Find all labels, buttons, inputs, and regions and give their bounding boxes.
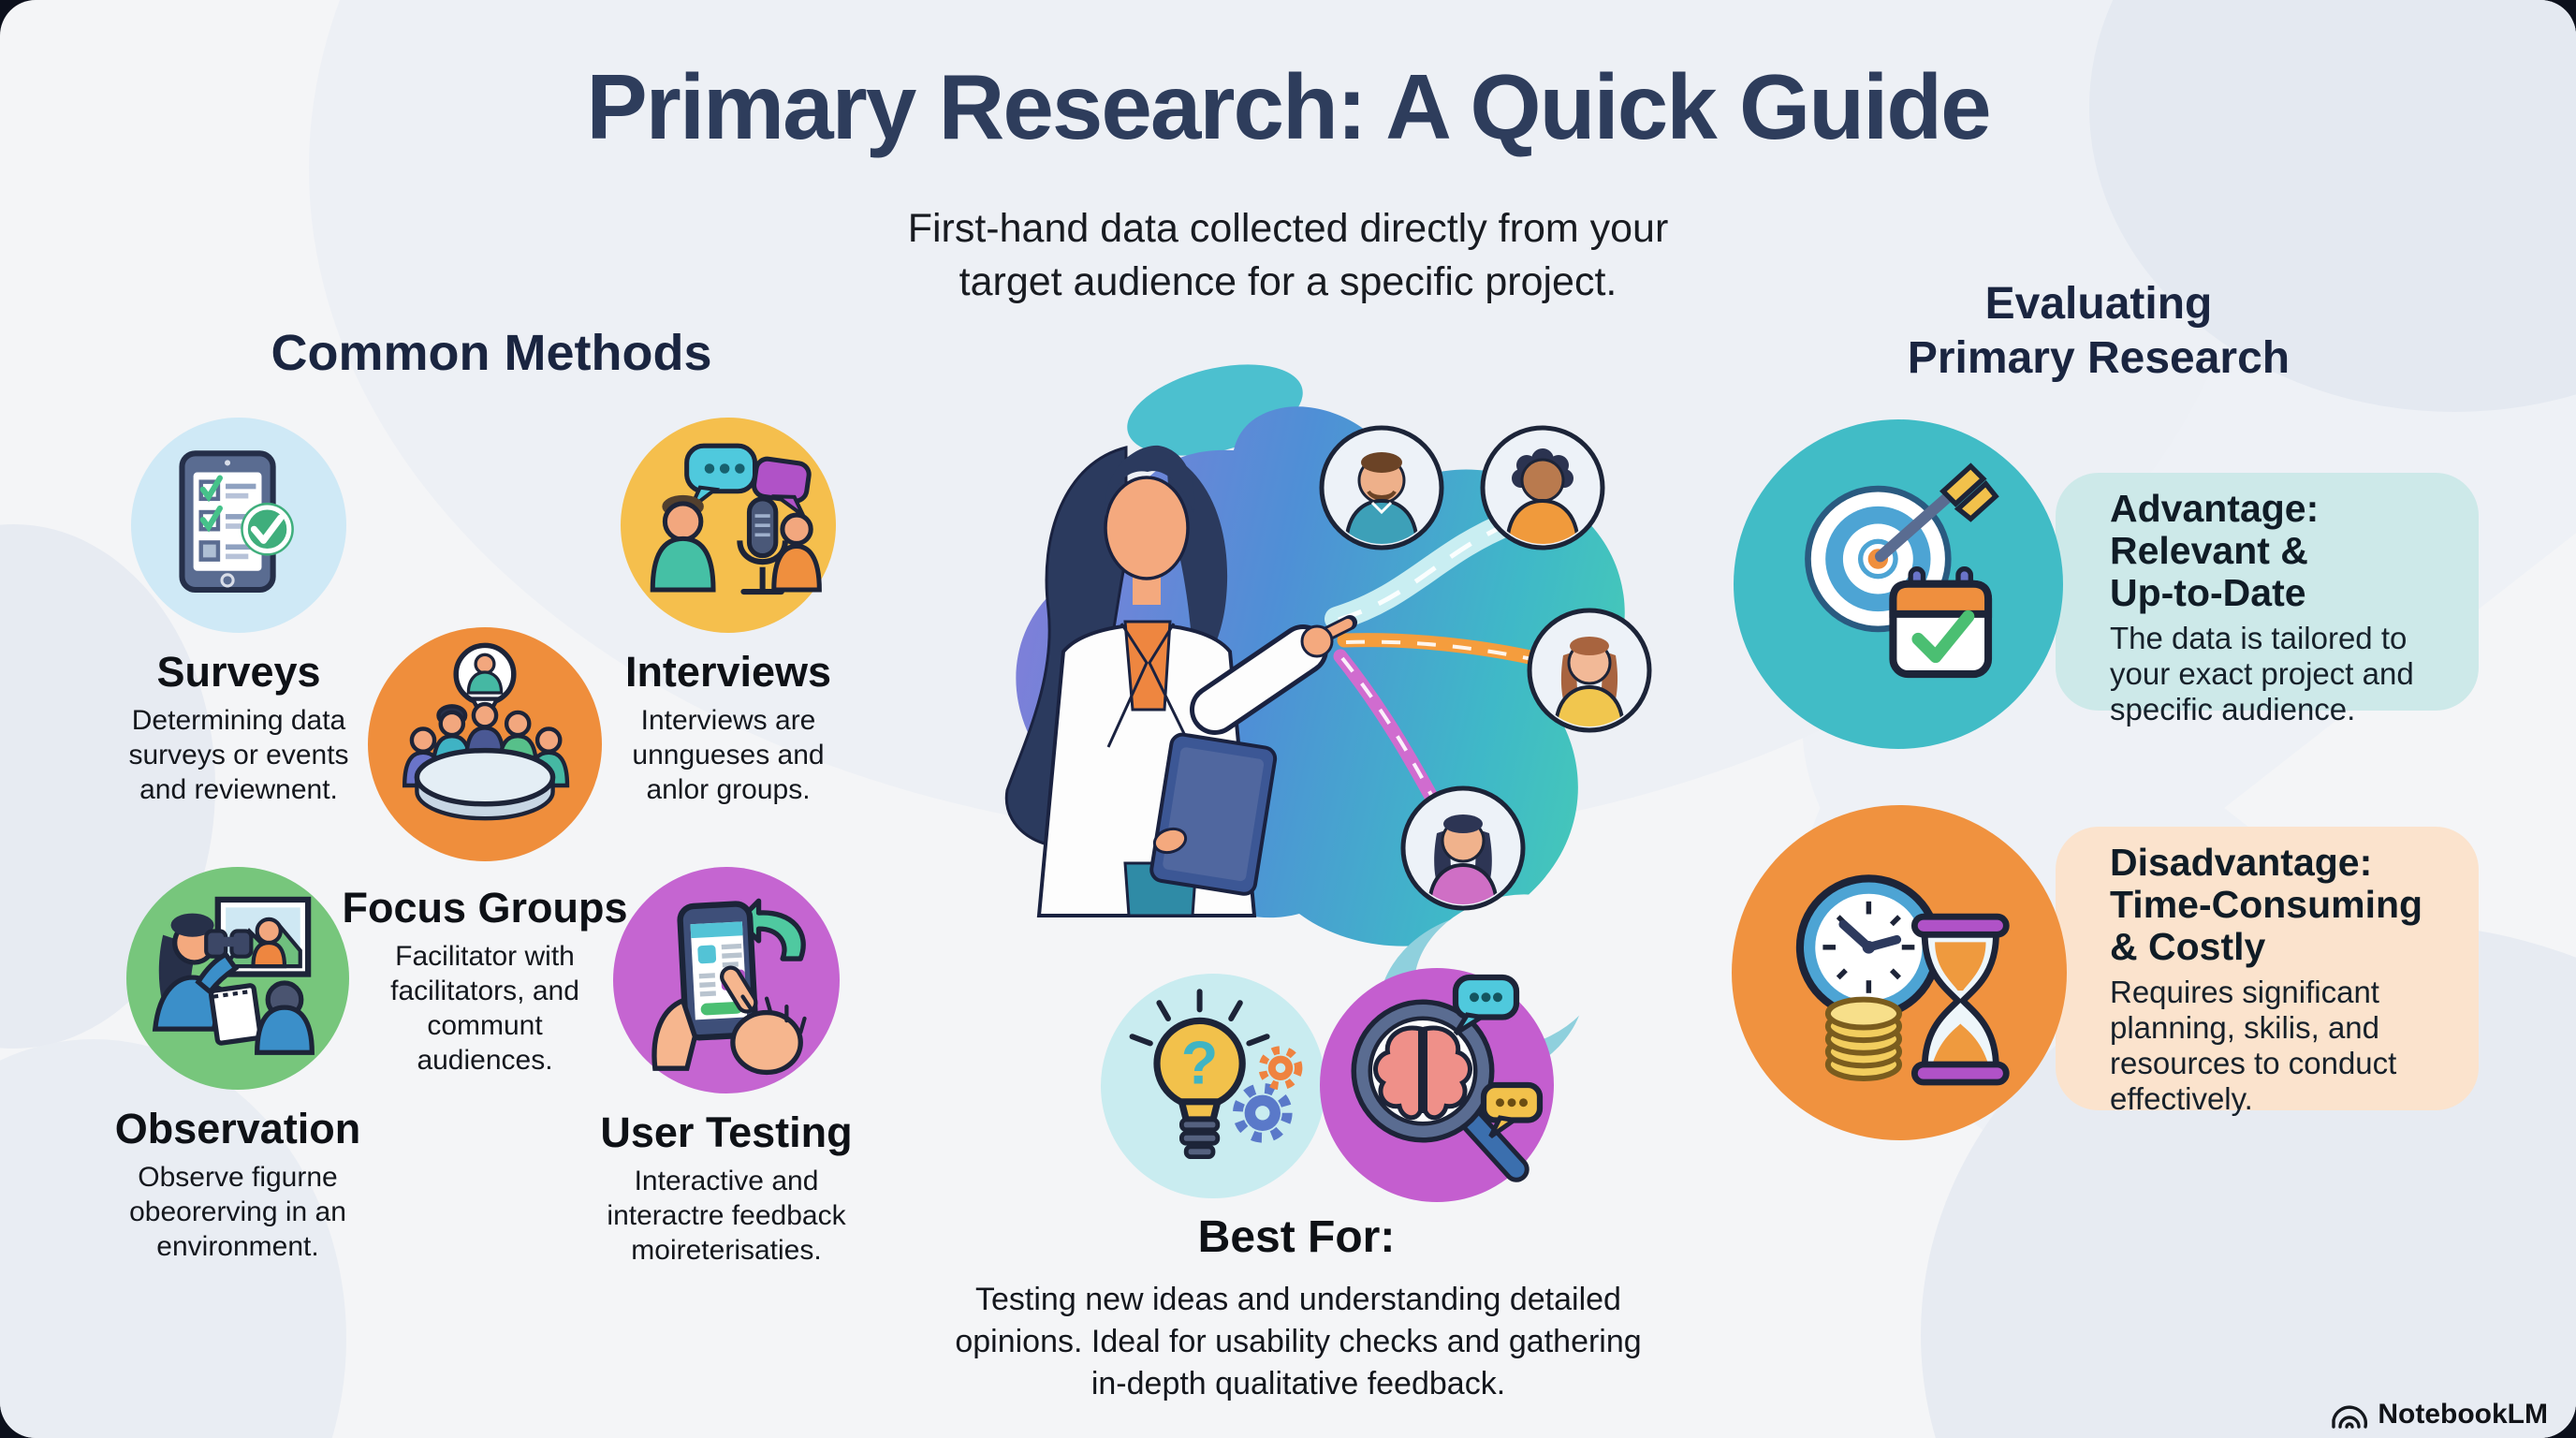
round-table-group-icon bbox=[402, 642, 570, 821]
tablet bbox=[1149, 732, 1278, 896]
advantage-title: Advantage: Relevant & Up-to-Date bbox=[2110, 488, 2462, 614]
disadvantage-icon-circle bbox=[1732, 805, 2067, 1140]
advantage-body-line: your exact project and bbox=[2110, 656, 2414, 691]
tablet-checklist-icon bbox=[179, 450, 294, 593]
disadvantage-title: Disadvantage: Time-Consuming & Costly bbox=[2110, 842, 2462, 968]
avatar-woman-dark bbox=[1400, 785, 1526, 911]
method-title: User Testing bbox=[600, 1108, 853, 1156]
notebooklm-icon bbox=[2332, 1405, 2368, 1429]
advantage-icon-circle bbox=[1734, 419, 2063, 749]
avatar-man bbox=[1319, 425, 1444, 550]
advantage-body: The data is tailored to your exact proje… bbox=[2110, 621, 2462, 727]
clock-hourglass-coins-icon bbox=[1795, 874, 2010, 1086]
researcher-figure bbox=[1004, 445, 1357, 917]
magnifier-brain-icon bbox=[1351, 974, 1544, 1182]
surveys-icon-circle bbox=[131, 418, 346, 633]
method-description: Observe figurne obeorerving in an enviro… bbox=[129, 1162, 346, 1262]
method-description: Facilitator with facilitators, and commu… bbox=[390, 941, 579, 1076]
advantage-card: Advantage: Relevant & Up-to-Date The dat… bbox=[2056, 473, 2479, 726]
method-title: Observation bbox=[114, 1105, 361, 1152]
researcher-audience-illustration bbox=[1004, 364, 1652, 1085]
method-title: Interviews bbox=[624, 648, 832, 696]
subtitle-line: First-hand data collected directly from … bbox=[907, 206, 1669, 251]
evaluating-heading: Evaluating Primary Research bbox=[1818, 277, 2379, 386]
advantage-title-line: Relevant & bbox=[2110, 529, 2308, 572]
brand-name: NotebookLM bbox=[2378, 1399, 2548, 1430]
method-observation: Observation Observe figurne obeorerving … bbox=[86, 867, 389, 1264]
method-description: Interactive and interactre feedback moir… bbox=[607, 1166, 846, 1266]
disadvantage-title-line: Time-Consuming bbox=[2110, 883, 2423, 926]
method-user-testing: User Testing Interactive and interactre … bbox=[575, 867, 878, 1268]
focus-groups-icon-circle bbox=[368, 627, 602, 861]
page-subtitle: First-hand data collected directly from … bbox=[0, 202, 2576, 309]
svg-text:?: ? bbox=[1181, 1029, 1219, 1097]
advantage-body-line: specific audience. bbox=[2110, 692, 2356, 726]
avatar-woman-brown bbox=[1527, 608, 1652, 733]
speech-bubbles-microphone-icon bbox=[650, 443, 822, 594]
best-for-text: Testing new ideas and understanding deta… bbox=[816, 1279, 1780, 1405]
avatar-woman-curly bbox=[1480, 425, 1605, 550]
advantage-body-line: The data is tailored to bbox=[2110, 621, 2408, 655]
phone-tap-icon bbox=[651, 898, 807, 1075]
advantage-title-line: Advantage: bbox=[2110, 487, 2320, 530]
subtitle-line: target audience for a specific project. bbox=[959, 259, 1617, 304]
best-for-line: Testing new ideas and understanding deta… bbox=[975, 1282, 1621, 1317]
disadvantage-title-line: Disadvantage: bbox=[2110, 841, 2373, 884]
common-methods-heading: Common Methods bbox=[271, 325, 712, 381]
interviews-icon-circle bbox=[621, 418, 836, 633]
best-for-heading: Best For: bbox=[1197, 1212, 1396, 1262]
advantage-title-line: Up-to-Date bbox=[2110, 571, 2306, 614]
observation-icon-circle bbox=[126, 867, 349, 1090]
evaluating-heading-line: Evaluating bbox=[1984, 279, 2213, 329]
target-calendar-icon bbox=[1805, 462, 1999, 679]
evaluating-heading-line: Primary Research bbox=[1907, 333, 2291, 383]
binoculars-observer-icon bbox=[153, 897, 315, 1056]
disadvantage-body-line: effectively. bbox=[2110, 1081, 2253, 1116]
disadvantage-body-line: resources to conduct bbox=[2110, 1046, 2397, 1080]
disadvantage-card: Disadvantage: Time-Consuming & Costly Re… bbox=[2056, 827, 2479, 1116]
brand-logo: NotebookLM bbox=[2331, 1399, 2548, 1431]
lightbulb-gears-circle: ? bbox=[1101, 974, 1325, 1198]
disadvantage-body-line: planning, skilis, and bbox=[2110, 1010, 2380, 1045]
best-for-line: in-depth qualitative feedback. bbox=[1090, 1366, 1506, 1401]
method-surveys: Surveys Determining data surveys or even… bbox=[89, 418, 388, 807]
method-interviews: Interviews Interviews are unngueses and … bbox=[578, 418, 878, 807]
method-description: Interviews are unngueses and anlor group… bbox=[632, 705, 825, 805]
method-title: Surveys bbox=[156, 648, 321, 696]
user-testing-icon-circle bbox=[613, 867, 840, 1093]
magnifier-brain-circle bbox=[1320, 968, 1554, 1202]
method-title: Focus Groups bbox=[342, 884, 628, 932]
disadvantage-body-line: Requires significant bbox=[2110, 975, 2379, 1009]
disadvantage-title-line: & Costly bbox=[2110, 925, 2266, 968]
disadvantage-body: Requires significant planning, skilis, a… bbox=[2110, 975, 2462, 1117]
best-for-line: opinions. Ideal for usability checks and… bbox=[955, 1324, 1642, 1359]
lightbulb-question-gears-icon: ? bbox=[1129, 989, 1303, 1159]
page-title: Primary Research: A Quick Guide bbox=[586, 55, 1991, 158]
method-description: Determining data surveys or events and r… bbox=[128, 705, 349, 805]
method-focus-groups: Focus Groups Facilitator with facilitato… bbox=[335, 627, 635, 1078]
